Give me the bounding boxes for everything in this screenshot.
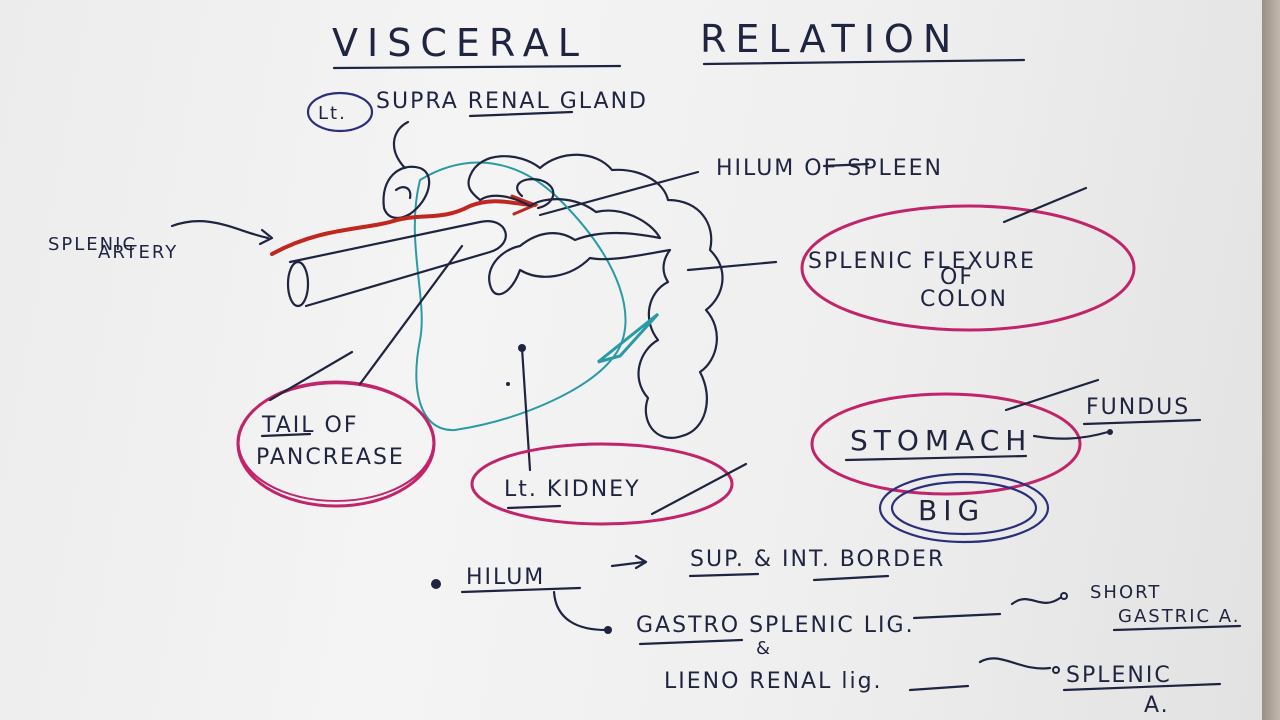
stomach-circle [810, 392, 1082, 496]
note-arrow [610, 560, 646, 568]
note-branch-pointer [552, 590, 608, 632]
tail-underline [260, 432, 312, 438]
stomach-underline [844, 454, 1028, 462]
stomach-label: STOMACH [850, 424, 1032, 457]
title-visceral: VISCERAL [332, 21, 588, 65]
note-short-2: GASTRIC A. [1118, 606, 1241, 627]
kidney-tick [650, 462, 748, 516]
splenic-artery-label-2: ARTERY [98, 242, 178, 263]
note-lieno-arrow [978, 657, 1052, 670]
spleen-outline [413, 161, 627, 432]
fundus-underline [1082, 418, 1202, 426]
colon-flexure [467, 153, 724, 439]
tail-ellipse [236, 380, 436, 508]
lt-circle-label: Lt. [318, 103, 347, 124]
hilum-spleen-label: HILUM OF SPLEEN [716, 156, 943, 181]
note-sup-underline [688, 572, 760, 578]
tail-pointer [358, 244, 464, 386]
hilum-of-underline [822, 162, 870, 168]
note-hilum: HILUM [466, 565, 545, 590]
note-gastro-underline [638, 638, 744, 646]
flexure-label-2: OF [940, 265, 974, 290]
lt-circle [306, 91, 374, 133]
title-relation: RELATION [700, 17, 960, 61]
tail-label-2: PANCREASE [256, 445, 405, 470]
note-splenic-2: A. [1144, 693, 1170, 718]
fundus-label: FUNDUS [1086, 395, 1190, 420]
note-hilum-underline [460, 586, 582, 594]
note-lig-underline [912, 612, 1002, 620]
flexure-pointer [686, 260, 778, 272]
splenic-artery-label-1: SPLENIC [48, 234, 137, 255]
note-splenic-underline [1062, 682, 1222, 692]
suprarenal-underline [468, 110, 574, 118]
hilum-region [516, 178, 555, 210]
ligament-feather [597, 312, 660, 364]
note-lieno: LIENO RENAL lig. [664, 669, 883, 694]
flexure-tick [1002, 186, 1088, 224]
splenic-artery-pointer [170, 220, 270, 240]
splenic-artery [270, 199, 537, 256]
note-short-underline [1112, 624, 1242, 632]
tail-tick [268, 350, 354, 402]
kidney-dot-2 [506, 382, 510, 386]
suprarenal-label: SUPRA RENAL GLAND [376, 89, 648, 114]
hilum-pointer [538, 170, 700, 217]
big-circle-outer [878, 472, 1050, 544]
note-short-1: SHORT [1090, 582, 1161, 603]
flexure-circle [800, 204, 1136, 332]
note-gastro: GASTRO SPLENIC LIG. [636, 613, 915, 638]
title-underline-1 [332, 64, 622, 70]
note-border: SUP. & INT. BORDER [690, 547, 945, 572]
kidney-label: Lt. KIDNEY [504, 477, 641, 502]
table-edge [1262, 0, 1280, 720]
kidney-underline [506, 504, 562, 510]
note-ligament-underline [908, 684, 970, 692]
suprarenal-pointer [393, 120, 410, 170]
flexure-label-1: SPLENIC FLEXURE [808, 249, 1036, 274]
fundus-dot [1107, 429, 1113, 435]
fundus-pointer [1032, 430, 1110, 440]
suprarenal-detail [394, 186, 412, 200]
kidney-circle [470, 442, 734, 526]
note-gastro-arrow-dot [1060, 592, 1068, 600]
suprarenal-gland [382, 165, 431, 220]
note-gastro-arrow [1010, 596, 1062, 606]
note-amp: & [756, 638, 772, 659]
splenic-artery-branch [510, 194, 539, 216]
stomach-tick [1004, 378, 1100, 412]
pancreas-tail [288, 220, 507, 308]
note-int-underline [812, 574, 890, 582]
title-underline-2 [702, 58, 1026, 66]
note-splenic-1: SPLENIC [1066, 663, 1172, 688]
splenic-artery-arrowhead [258, 228, 274, 246]
note-arrowhead [634, 554, 648, 570]
pancreas-cut-end [286, 260, 310, 308]
note-lieno-arrow-dot [1052, 666, 1060, 674]
big-circle-inner [890, 480, 1038, 536]
bullet-dot [431, 579, 441, 589]
big-label: BIG [918, 494, 985, 527]
note-branch-dot [604, 626, 612, 634]
flexure-label-3: COLON [920, 287, 1008, 312]
